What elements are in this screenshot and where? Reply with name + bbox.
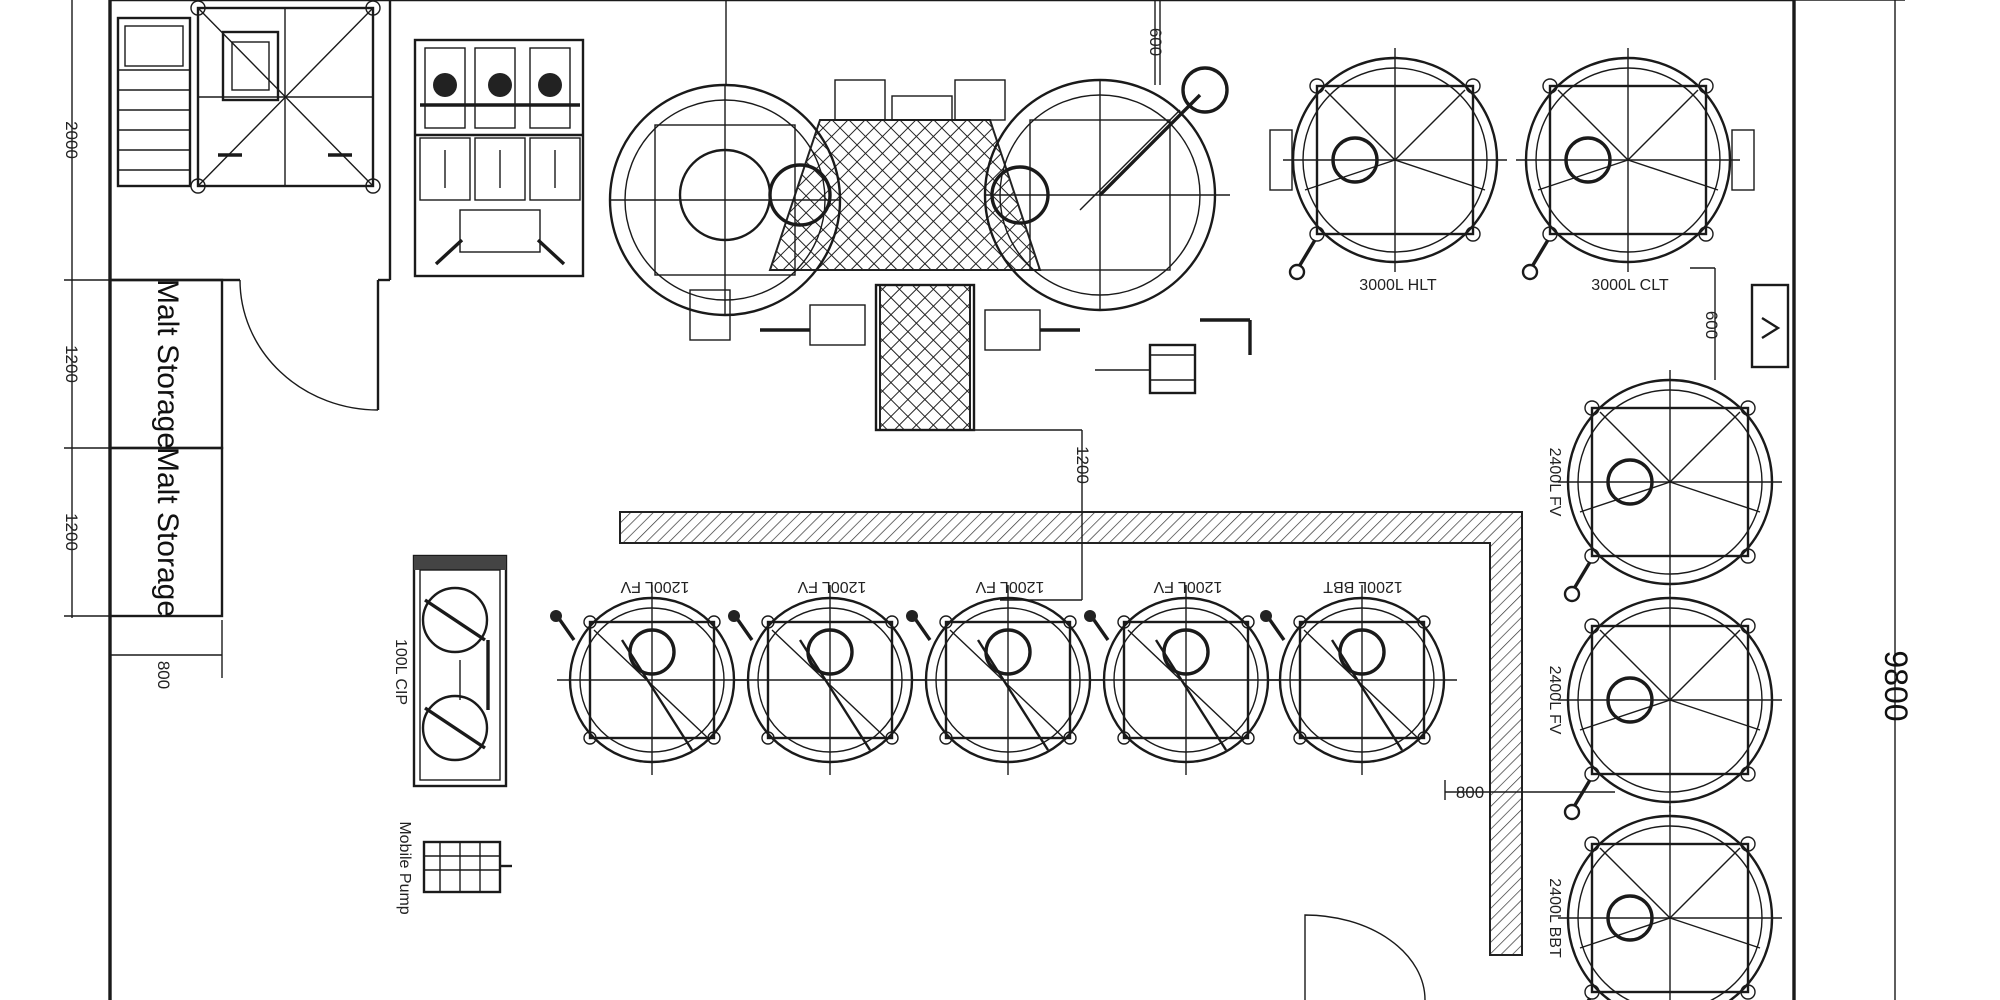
control-panel: [413, 38, 585, 278]
label-fv-right-1: 2400L FV: [1546, 448, 1563, 517]
label-clt: 3000L CLT: [1591, 277, 1669, 294]
tank-fv-right-1: [1556, 368, 1784, 603]
left-dimension-lines: [64, 0, 223, 678]
label-fv-2: 1200L FV: [797, 578, 866, 595]
tank-bbt-1: [1258, 583, 1459, 777]
tank-bbt-right: [1556, 804, 1784, 1000]
malt-storage-label-2: Malt Storage: [151, 447, 184, 617]
label-fv-1: 1200L FV: [620, 578, 689, 595]
mobile-pump: [422, 840, 512, 894]
tank-fv-1: [548, 583, 749, 777]
dim-1200-left-b: 1200: [62, 513, 81, 551]
label-fv-4: 1200L FV: [1153, 578, 1222, 595]
cip-unit: [412, 554, 508, 788]
walkway-grating: [619, 511, 1523, 956]
label-cip: 100L CIP: [392, 639, 409, 705]
label-bbt-right: 2400L BBT: [1546, 878, 1563, 958]
tank-fv-3: [904, 583, 1105, 777]
tank-fv-2: [726, 583, 927, 777]
dim-9800-overall: 9800: [1878, 650, 1914, 721]
tank-clt: [1514, 46, 1755, 281]
malt-storage-label-1: Malt Storage: [151, 279, 184, 449]
dim-600-top: 600: [1146, 28, 1165, 56]
dim-1200-mid: 1200: [1073, 446, 1092, 484]
tank-fv-right-2: [1556, 586, 1784, 821]
tank-hlt: [1269, 46, 1509, 281]
dim-2000-left: 2000: [62, 121, 81, 159]
dim-600-right: 600: [1702, 311, 1721, 339]
north-arrow-icon: [1750, 283, 1790, 369]
label-bbt-1: 1200L BBT: [1323, 578, 1403, 595]
label-fv-3: 1200L FV: [975, 578, 1044, 595]
dim-800-row: 800: [1456, 783, 1484, 802]
stair-structure: [116, 0, 381, 194]
brewhouse: [608, 0, 1252, 432]
malt-storage-rooms: [108, 278, 224, 618]
label-hlt: 3000L HLT: [1359, 277, 1437, 294]
tank-fv-4: [1082, 583, 1283, 777]
misc-dimension-lines: [975, 0, 1905, 1000]
dim-1200-left-a: 1200: [62, 345, 81, 383]
label-mobile-pump: Mobile Pump: [396, 821, 413, 914]
label-fv-right-2: 2400L FV: [1546, 666, 1563, 735]
dim-800-bottom: 800: [154, 661, 173, 689]
